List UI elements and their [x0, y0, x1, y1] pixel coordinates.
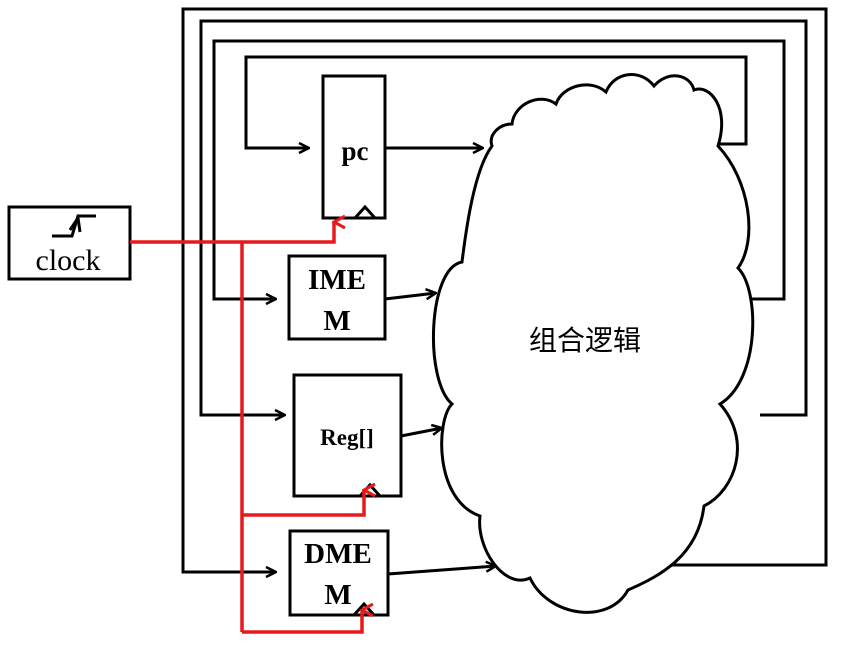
combinational-logic-cloud: 组合逻辑	[431, 73, 755, 614]
feedback-wire-imem	[212, 39, 786, 299]
clock-distribution	[130, 222, 364, 634]
imem-label-line1: IME	[308, 264, 366, 296]
clock-source: clock	[7, 205, 132, 281]
clock-rise-arrow	[68, 213, 82, 233]
clock-wire-to-dmem	[242, 610, 362, 634]
feedback-wire-pc	[244, 55, 748, 148]
feedback-wires	[181, 7, 828, 572]
instruction-memory: IME M	[287, 254, 387, 341]
data-arrows	[384, 148, 496, 576]
reg-label: Reg[]	[320, 425, 374, 450]
reg-to-logic-arrow	[400, 428, 442, 438]
clock-wire-to-pc	[130, 222, 334, 244]
pc-register: pc	[321, 74, 387, 220]
register-file: Reg[]	[292, 373, 403, 498]
imem-label-line2: M	[323, 305, 350, 337]
clock-label: clock	[36, 244, 101, 277]
dmem-label-line2: M	[324, 579, 351, 611]
pc-clock-edge-marker	[353, 204, 377, 220]
imem-to-logic-arrow	[384, 293, 436, 301]
dmem-label-line1: DME	[304, 538, 372, 570]
pc-label: pc	[342, 136, 369, 166]
data-memory: DME M	[288, 529, 390, 617]
feedback-wire-dmem	[181, 7, 828, 572]
combinational-logic-label: 组合逻辑	[529, 324, 641, 357]
clock-edge-symbol	[52, 214, 96, 238]
dmem-to-logic-arrow	[387, 566, 496, 576]
feedback-wire-reg	[199, 19, 808, 415]
clock-wire-to-reg	[242, 490, 364, 517]
